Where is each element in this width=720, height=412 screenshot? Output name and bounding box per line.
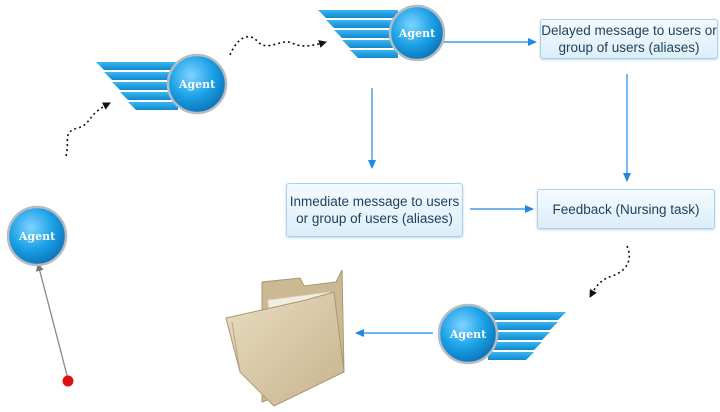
immediate-message-box: Inmediate message to users or group of u…	[286, 183, 463, 237]
dotted-path-agent2-to-agent3	[229, 36, 327, 56]
dotted-path-start-to-agent2	[65, 102, 111, 157]
agent-wing-icon	[488, 312, 566, 360]
start-dot-icon	[62, 375, 74, 387]
agent-1-label: Agent	[18, 230, 56, 243]
agent-3: Agent	[318, 4, 446, 62]
delayed-message-label: Delayed message to users or group of use…	[541, 23, 717, 55]
start-line	[35, 263, 69, 380]
agent-wing-icon	[96, 62, 178, 110]
feedback-label: Feedback (Nursing task)	[552, 201, 700, 217]
agent-wing-icon	[318, 10, 398, 58]
feedback-box: Feedback (Nursing task)	[537, 189, 715, 229]
agent-3-label: Agent	[398, 27, 436, 40]
agent-1: Agent	[6, 205, 68, 267]
delayed-message-box: Delayed message to users or group of use…	[540, 19, 718, 59]
folder-icon	[225, 269, 345, 407]
dotted-path-feedback-to-agent4	[589, 245, 631, 298]
agent-4: Agent	[437, 303, 566, 365]
agent-2-label: Agent	[178, 78, 216, 91]
immediate-message-label: Inmediate message to users or group of u…	[289, 194, 460, 226]
agent-4-label: Agent	[449, 328, 487, 341]
agent-2: Agent	[96, 53, 228, 115]
